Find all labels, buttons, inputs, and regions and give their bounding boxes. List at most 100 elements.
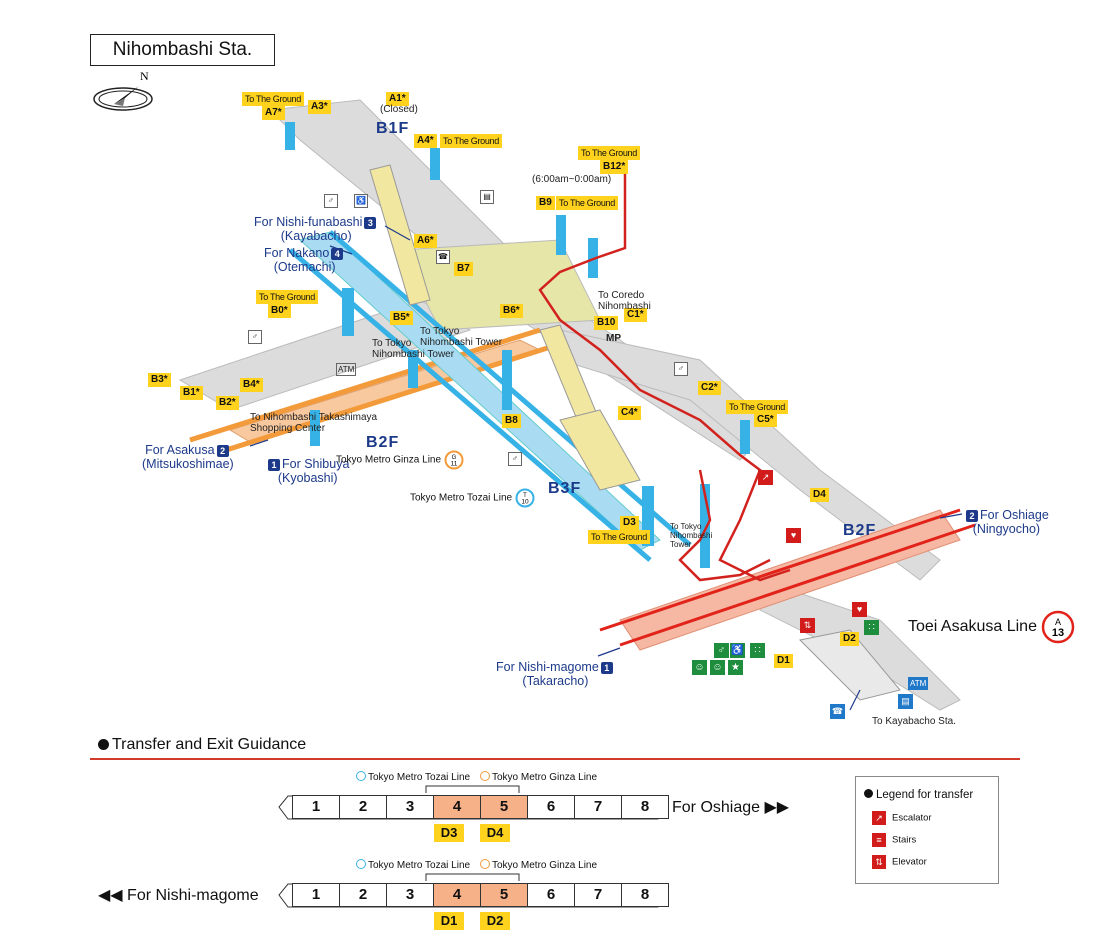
ginza-circle-icon xyxy=(480,771,490,781)
tozai-line-text: Tokyo Metro Tozai Line xyxy=(410,492,513,504)
asakusa-rail-2 xyxy=(619,523,976,647)
toei-code-number: 13 xyxy=(1052,627,1064,639)
legend-title-text: Legend for transfer xyxy=(876,789,974,801)
train-car-8: 8 xyxy=(621,795,669,819)
arrow-oshiage xyxy=(939,513,963,519)
tozai-code-number: 10 xyxy=(521,499,529,506)
train-car-8: 8 xyxy=(621,883,669,907)
exit-a7: A7* xyxy=(262,106,285,120)
floor-b3f-label: B3F xyxy=(548,480,582,497)
facility-escalator-icon: ↗ xyxy=(758,470,773,485)
stairs-d xyxy=(798,629,901,701)
exit-a6: A6* xyxy=(414,234,437,248)
asakusa-rail-1 xyxy=(599,508,961,632)
tozai-code-letter: T xyxy=(523,493,527,499)
train2-tozai-text: Tokyo Metro Tozai Line xyxy=(368,860,471,871)
label-mp: MP xyxy=(606,333,621,344)
transfer-route-2 xyxy=(678,469,771,582)
shaft-b5 xyxy=(408,350,418,388)
train1-tozai-text: Tokyo Metro Tozai Line xyxy=(368,772,471,783)
exit-d1: D1 xyxy=(774,654,793,668)
exit-d4: D4 xyxy=(810,488,829,502)
label-coredo: To Coredo Nihombashi xyxy=(598,290,651,312)
tozai-circle-icon-2 xyxy=(356,859,366,869)
train-car-5: 5 xyxy=(480,795,528,819)
train-car-3: 3 xyxy=(386,883,434,907)
train-car-4: 4 xyxy=(433,883,481,907)
facility-ticket-blue-icon: ▤ xyxy=(898,694,913,709)
compass-icon: N xyxy=(93,69,153,111)
exit-d3: D3 xyxy=(620,516,639,530)
mitsukoshimae-text: (Mitsukoshimae) xyxy=(142,457,234,471)
station-title: Nihombashi Sta. xyxy=(90,34,275,66)
asakusa-text: For Asakusa xyxy=(145,443,215,457)
toei-asakusa-text: Toei Asakusa Line xyxy=(908,618,1037,636)
exit-a4-note: To The Ground xyxy=(440,134,502,148)
exit-c1: C1* xyxy=(624,308,647,322)
exit-b9-note: To The Ground xyxy=(556,196,618,210)
nishi-funabashi-text: For Nishi-funabashi xyxy=(254,215,363,229)
toei-code-letter: A xyxy=(1055,617,1061,627)
train2-exit-b: D2 xyxy=(480,912,510,930)
exit-c4: C4* xyxy=(618,406,641,420)
facility-phone-blue-icon: ☎ xyxy=(830,704,845,719)
facility-toilet-green-icon: ♂ xyxy=(714,643,729,658)
nishi-magome-text: For Nishi-magome xyxy=(496,660,599,674)
train-car-1: 1 xyxy=(292,795,340,819)
label-tower-3: To Tokyo Nihombashi Tower xyxy=(670,522,713,549)
facility-aed-icon: ♥ xyxy=(786,528,801,543)
shaft-c5 xyxy=(740,420,750,454)
exit-b1: B1* xyxy=(180,386,203,400)
facility-braille-icon-2: ∷ xyxy=(864,620,879,635)
train1-exit-a: D3 xyxy=(434,824,464,842)
shibuya-text: For Shibuya xyxy=(282,457,350,471)
ginza-rail-1 xyxy=(189,327,541,443)
facility-braille-icon: ∷ xyxy=(750,643,765,658)
stairs-icon: ≡ xyxy=(872,833,886,847)
exit-b12-note: To The Ground xyxy=(578,146,640,160)
legend-escalator: ↗Escalator xyxy=(872,811,932,825)
exit-d2: D2 xyxy=(840,632,859,646)
toei-asakusa-icon: A 13 xyxy=(1042,610,1075,644)
toei-asakusa-line-label: Toei Asakusa Line A 13 xyxy=(908,610,1075,644)
train-car-3: 3 xyxy=(386,795,434,819)
shibuya-number: 1 xyxy=(268,458,280,471)
shaft-a7 xyxy=(285,122,295,150)
facility-ostomy-icon: ★ xyxy=(728,660,743,675)
exit-b12: B12* xyxy=(600,160,629,174)
exit-b2: B2* xyxy=(216,396,239,410)
train1-tozai-label: Tokyo Metro Tozai Line xyxy=(356,771,470,783)
shaft-center xyxy=(700,484,710,568)
facility-aed-icon-2: ♥ xyxy=(852,602,867,617)
train-car-7: 7 xyxy=(574,795,622,819)
train2-ginza-label: Tokyo Metro Ginza Line xyxy=(480,859,597,871)
asakusa-number: 2 xyxy=(216,444,229,457)
stairs-c xyxy=(559,409,641,491)
ginza-circle-icon-2 xyxy=(480,859,490,869)
arrow-asakusa xyxy=(249,439,269,447)
legend-bullet-icon xyxy=(864,789,873,798)
exit-a3: A3* xyxy=(308,100,331,114)
shaft-b8 xyxy=(502,350,512,410)
floor-b2f-left-label: B2F xyxy=(366,434,400,451)
exit-b4: B4* xyxy=(240,378,263,392)
exit-b0: B0* xyxy=(268,304,291,318)
oshiage-number: 2 xyxy=(966,509,978,522)
train2-bracket xyxy=(425,873,520,881)
compass-north-label: N xyxy=(140,69,149,83)
exit-c5-note: To The Ground xyxy=(726,400,788,414)
tozai-line-label: Tokyo Metro Tozai Line T 10 xyxy=(410,488,535,508)
legend-elevator: ⇅Elevator xyxy=(872,855,927,869)
kyobashi-text: (Kyobashi) xyxy=(277,471,338,485)
train-car-2: 2 xyxy=(339,795,387,819)
ginza-code-letter: G xyxy=(452,455,457,461)
legend-title: Legend for transfer xyxy=(864,789,973,801)
transfer-legend: Legend for transfer ↗Escalator ≡Stairs ⇅… xyxy=(855,776,999,884)
train1-bracket xyxy=(425,785,520,793)
facility-family-icon: ☺ xyxy=(710,660,725,675)
